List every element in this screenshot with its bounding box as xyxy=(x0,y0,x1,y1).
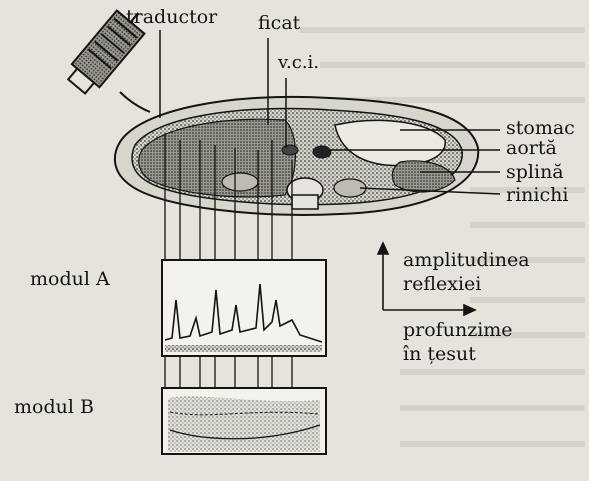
transducer-label: traductor xyxy=(126,8,217,27)
kidney-left xyxy=(222,173,258,191)
mode-b-speckle xyxy=(168,396,320,452)
axis-x-label-line2: în țesut xyxy=(403,345,476,364)
spleen-label: splină xyxy=(506,163,564,182)
mode-b-panel xyxy=(162,388,326,454)
aorta-label: aortă xyxy=(506,139,557,158)
spine-block xyxy=(292,195,318,209)
vci-label: v.c.i. xyxy=(278,54,319,72)
axis-y-label-line1: amplitudinea xyxy=(403,251,530,270)
liver-label: ficat xyxy=(258,14,300,33)
vci-vessel xyxy=(282,145,298,155)
mode-b-label: modul B xyxy=(14,398,94,417)
mode-a-panel xyxy=(162,260,326,356)
kidneys-label: rinichi xyxy=(506,186,568,205)
background-page-texture xyxy=(300,30,585,444)
body-cross-section xyxy=(115,97,478,215)
axis-y-label-line2: reflexiei xyxy=(403,275,481,294)
aorta-vessel xyxy=(313,146,331,158)
mode-a-label: modul A xyxy=(30,270,110,289)
stomach-label: stomac xyxy=(506,119,575,138)
axis-x-label-line1: profunzime xyxy=(403,321,513,340)
